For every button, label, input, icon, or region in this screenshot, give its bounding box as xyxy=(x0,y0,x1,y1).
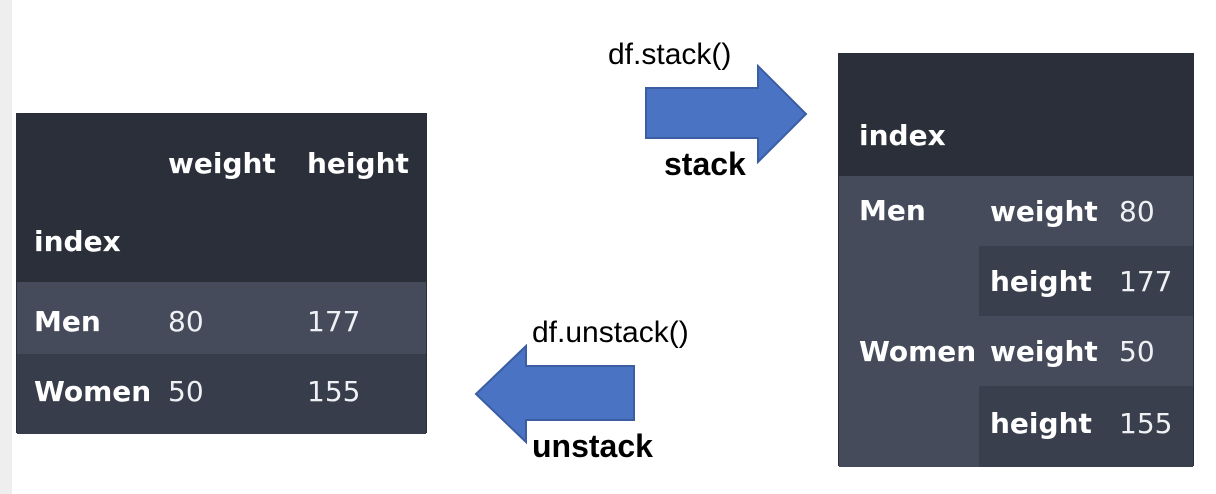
stacked-dataframe-table: index Men weight 80 height 177 Women wei… xyxy=(838,53,1194,467)
group-men: Men xyxy=(859,194,926,227)
key-height: height xyxy=(990,265,1092,298)
table-row xyxy=(839,246,1193,316)
row-index-men: Men xyxy=(34,305,101,338)
table-row xyxy=(839,386,1193,467)
table-row xyxy=(839,176,1193,246)
stack-word-label: stack xyxy=(664,146,746,182)
key-height: height xyxy=(990,407,1092,440)
unstack-arrow-icon xyxy=(474,343,635,445)
value-men-height: 177 xyxy=(1119,265,1173,298)
cell-men-weight: 80 xyxy=(168,305,204,338)
cell-women-height: 155 xyxy=(307,375,361,408)
table-row xyxy=(839,316,1193,386)
unstack-code-label: df.unstack() xyxy=(532,316,689,349)
column-header-weight: weight xyxy=(168,147,276,180)
cell-women-weight: 50 xyxy=(168,375,204,408)
long-table-header xyxy=(839,54,1193,176)
group-women: Women xyxy=(859,335,977,368)
value-women-height: 155 xyxy=(1119,407,1173,440)
stack-code-label: df.stack() xyxy=(608,38,732,71)
index-label: index xyxy=(859,119,946,152)
table-row xyxy=(17,354,426,434)
cell-men-height: 177 xyxy=(307,305,361,338)
value-men-weight: 80 xyxy=(1119,195,1155,228)
merged-index-cell xyxy=(839,386,979,467)
value-women-weight: 50 xyxy=(1119,335,1155,368)
left-gutter xyxy=(0,0,12,494)
merged-index-cell xyxy=(839,246,979,316)
wide-dataframe-table: weight height index Men 80 177 Women 50 … xyxy=(16,113,427,434)
row-index-women: Women xyxy=(34,375,152,408)
index-label: index xyxy=(34,225,121,258)
key-weight: weight xyxy=(990,335,1098,368)
column-header-height: height xyxy=(307,147,409,180)
unstack-word-label: unstack xyxy=(532,428,653,464)
table-row xyxy=(17,282,426,354)
wide-table-header xyxy=(17,114,426,282)
key-weight: weight xyxy=(990,195,1098,228)
stack-arrow-icon xyxy=(645,63,808,165)
